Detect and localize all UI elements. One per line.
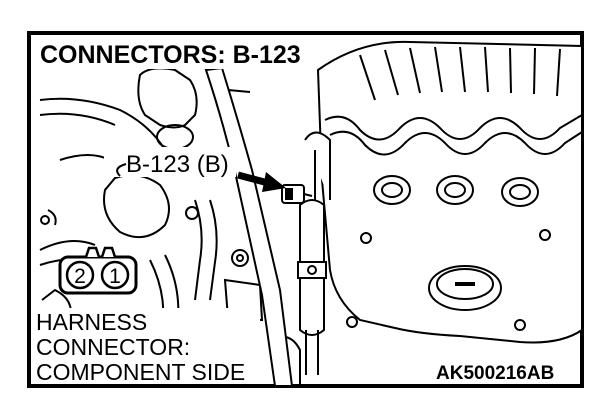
harness-connector-symbol (58, 246, 138, 295)
harness-caption-line-2: CONNECTOR: (36, 334, 190, 360)
harness-caption-backing (32, 308, 260, 384)
oil-filler-cap (428, 265, 502, 311)
engine-cover (316, 40, 583, 344)
callout-backing (104, 147, 236, 177)
title-backing (34, 37, 312, 69)
figure-code: AK500216AB (436, 363, 554, 384)
harness-caption-line-1: HARNESS (36, 309, 147, 335)
figure-code-backing (432, 360, 578, 384)
connector-pin-2: 2 (74, 265, 86, 288)
connector-callout: B-123 (B) (126, 151, 229, 178)
pointer-arrow (237, 171, 286, 192)
diagram-title: CONNECTORS: B-123 (40, 41, 301, 69)
b-123-connector (281, 184, 313, 204)
connector-pin-1: 1 (109, 265, 121, 288)
main-hose (204, 66, 294, 387)
callout-leader (116, 163, 127, 177)
harness-caption-line-3: COMPONENT SIDE (36, 359, 245, 385)
sensor-component (297, 131, 331, 375)
